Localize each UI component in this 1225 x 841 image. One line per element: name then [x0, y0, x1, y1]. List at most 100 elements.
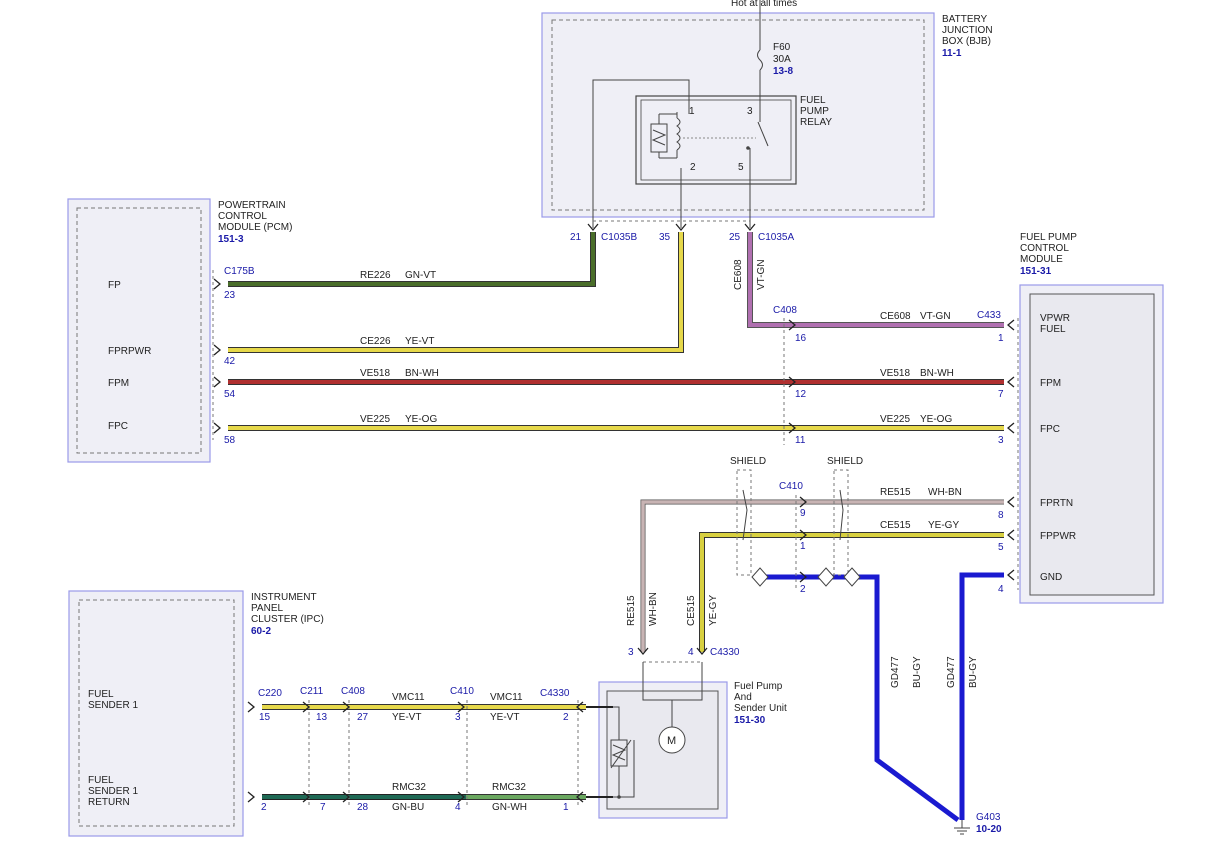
bjb-ref: 11-1	[942, 48, 962, 59]
connector-c408-bottom: C408	[341, 686, 365, 697]
pcm-name-line3: MODULE (PCM)	[218, 222, 292, 233]
pcm-box	[67, 198, 211, 463]
wire-ce608	[747, 232, 1004, 328]
fuse-f60	[757, 0, 763, 122]
fpcm-pin-fpm: FPM	[1040, 378, 1061, 389]
ipc-pin-fuel-sender-return-c: RETURN	[88, 797, 130, 808]
pcm-name-line1: POWERTRAIN	[218, 200, 286, 211]
wire-gd477-b-circuit: GD477	[946, 656, 957, 688]
fpcm-name-line1: FUEL PUMP	[1020, 232, 1077, 243]
pin-c408-28: 28	[357, 802, 369, 813]
fpsu-name-line3: Sender Unit	[734, 703, 787, 714]
wire-ve225-b-circuit: VE225	[880, 414, 910, 425]
bjb-name-line3: BOX (BJB)	[942, 36, 991, 47]
shield-right	[817, 469, 861, 587]
pin-fpcm-4: 4	[998, 584, 1004, 595]
top-note: Hot at all times	[731, 0, 797, 9]
fuse-id: F60	[773, 42, 791, 53]
pin-fpcm-5: 5	[998, 542, 1004, 553]
connector-c410-top: C410	[779, 481, 803, 492]
pin-c410-9: 9	[800, 508, 806, 519]
wire-gd477-b-color: BU-GY	[968, 656, 979, 688]
pin-c4330-2: 2	[563, 712, 569, 723]
wire-ve518-b-circuit: VE518	[880, 368, 910, 379]
pcm-pin-fpm: FPM	[108, 378, 129, 389]
pin-c220-15: 15	[259, 712, 271, 723]
shield-left	[736, 469, 769, 587]
fuel-pump-relay	[635, 95, 797, 185]
bjb-name-line1: BATTERY	[942, 14, 988, 25]
relay-pin-2: 2	[690, 162, 696, 173]
wire-rmc32-b-color: GN-WH	[492, 802, 527, 813]
pin-pcm-54: 54	[224, 389, 236, 400]
pin-pcm-42: 42	[224, 356, 236, 367]
pin-c410-4: 4	[455, 802, 461, 813]
pin-c4330-4: 4	[688, 647, 694, 658]
fpcm-pin-fprtn: FPRTN	[1040, 498, 1073, 509]
wire-vmc11-a-circuit: VMC11	[392, 692, 425, 703]
pin-c408-11: 11	[795, 435, 806, 446]
pin-c408-12: 12	[795, 389, 807, 400]
wire-vmc11-a-color: YE-VT	[392, 712, 421, 723]
pin-fpcm-3: 3	[998, 435, 1004, 446]
ipc-box	[68, 590, 244, 837]
ipc-pin-fuel-sender-return-b: SENDER 1	[88, 786, 138, 797]
shield-label-right: SHIELD	[827, 456, 863, 467]
wire-re226-circuit: RE226	[360, 270, 391, 281]
connector-separators	[212, 270, 1019, 805]
fuel-pump-sender-internals	[610, 662, 703, 799]
wire-ce608-circuit: CE608	[880, 311, 911, 322]
fpcm-pin-gnd: GND	[1040, 572, 1062, 583]
fpcm-name-line3: MODULE	[1020, 254, 1063, 265]
wire-ce515	[699, 532, 1004, 652]
fpcm-ref: 151-31	[1020, 266, 1052, 277]
connector-arrows	[213, 223, 1015, 803]
wire-re515-color: WH-BN	[928, 487, 962, 498]
pin-c408-27: 27	[357, 712, 369, 723]
pcm-pin-fp: FP	[108, 280, 121, 291]
wire-vmc11-b-circuit: VMC11	[490, 692, 523, 703]
ipc-name-line2: PANEL	[251, 603, 283, 614]
wire-ve225-a-color: YE-OG	[405, 414, 437, 425]
connector-c410-bottom: C410	[450, 686, 474, 697]
wire-vmc11-b-color: YE-VT	[490, 712, 519, 723]
pcm-ref: 151-3	[218, 234, 244, 245]
pin-c211-13: 13	[316, 712, 328, 723]
wire-ce226-color: YE-VT	[405, 336, 434, 347]
pin-fpcm-8: 8	[998, 510, 1004, 521]
relay-pin-1: 1	[689, 106, 695, 117]
fpcm-pin-fpc: FPC	[1040, 424, 1060, 435]
fpcm-name-line2: CONTROL	[1020, 243, 1069, 254]
bjb-box	[541, 12, 935, 218]
pin-c410-2: 2	[800, 584, 806, 595]
connector-c408-top: C408	[773, 305, 797, 316]
fpcm-box	[1019, 284, 1164, 604]
wire-rmc32-a-circuit: RMC32	[392, 782, 426, 793]
pin-fpcm-7: 7	[998, 389, 1004, 400]
bjb-internal-lines	[592, 79, 751, 228]
wire-ve518-b-color: BN-WH	[920, 368, 954, 379]
connector-c220: C220	[258, 688, 282, 699]
wire-ce515-color: YE-GY	[928, 520, 959, 531]
pcm-pin-fpc: FPC	[108, 421, 128, 432]
fpcm-pin-fppwr: FPPWR	[1040, 531, 1076, 542]
fpsu-name-line1: Fuel Pump	[734, 681, 783, 692]
connector-c211: C211	[300, 686, 324, 697]
wire-ce515-vert-color: YE-GY	[708, 595, 719, 626]
wire-rmc32-a-color: GN-BU	[392, 802, 424, 813]
pin-pcm-58: 58	[224, 435, 236, 446]
fpcm-pin-vpwr: VPWR	[1040, 313, 1070, 324]
pin-bjb-21: 21	[570, 232, 582, 243]
wire-ce226-circuit: CE226	[360, 336, 391, 347]
ipc-pin-fuel-sender-1-b: SENDER 1	[88, 700, 138, 711]
wire-gd477-a-color: BU-GY	[912, 656, 923, 688]
wire-re515-vert-circuit: RE515	[626, 595, 637, 626]
ipc-name-line1: INSTRUMENT	[251, 592, 317, 603]
fuse-ref: 13-8	[773, 66, 793, 77]
pin-c410-1: 1	[800, 541, 806, 552]
pin-c211-7: 7	[320, 802, 326, 813]
wire-ce515-vert-circuit: CE515	[686, 595, 697, 626]
pin-fpcm-1: 1	[998, 333, 1004, 344]
wire-gd477	[760, 572, 1004, 835]
